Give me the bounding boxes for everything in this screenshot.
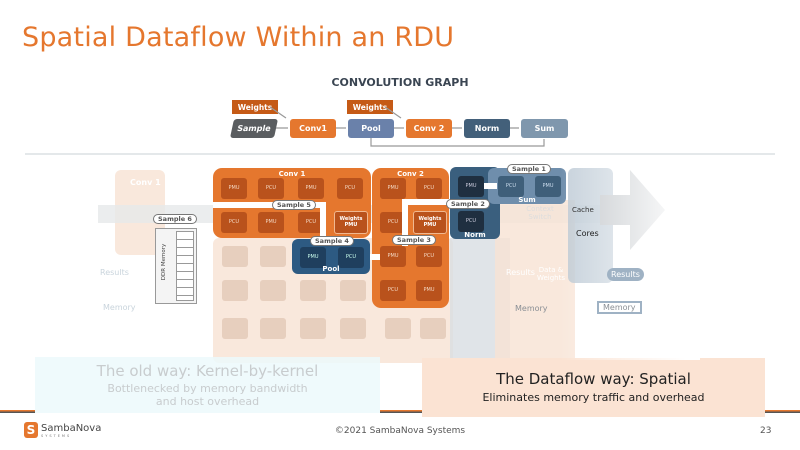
pcu-cell: PCU [416,178,442,199]
weights-node-1: Weights [232,100,278,114]
pmu-cell: PMU [458,176,484,197]
copyright: ©2021 SambaNova Systems [334,426,466,436]
sample-5-tag: Sample 5 [272,200,316,210]
weights-node-2: Weights [347,100,393,114]
pmu-cell: PMU [535,176,561,197]
ghost-memory-2: Memory [515,304,548,313]
pmu-cell: PMU [380,178,406,199]
pool-node: Pool [348,119,394,138]
sample-4-tag: Sample 4 [310,236,354,246]
pmu-cell: PMU [380,246,406,267]
ghost-conv1: Conv 1 [130,178,161,187]
separator [25,153,775,155]
sum-node: Sum [521,119,568,138]
pmu-cell: PMU [416,280,442,301]
norm-node: Norm [464,119,510,138]
graph-arrows [269,106,545,147]
conv1-node: Conv1 [290,119,336,138]
ghost-results-2: Results [506,268,535,277]
dataflow-way-box: The Dataflow way: Spatial Eliminates mem… [422,358,765,417]
pcu-cell: PCU [380,212,406,233]
conv2-node: Conv 2 [406,119,452,138]
pcu-cell: PCU [380,280,406,301]
ghost-context-switch: Context Switch [526,205,554,221]
logo-text: SambaNova [41,422,102,434]
sample-2-tag: Sample 2 [446,199,490,209]
ghost-data-weights: Data & Weights [536,266,566,282]
ddr-memory-label: DDR Memory [161,243,168,281]
sample-1-tag: Sample 1 [507,164,551,174]
pmu-cell: PMU [258,212,284,233]
ghost-results: Results [100,268,129,277]
sample-6-tag: Sample 6 [153,214,197,224]
dataflow-subtext: Eliminates memory traffic and overhead [482,391,705,404]
old-way-line1: Bottlenecked by memory bandwidth [107,382,308,395]
old-way-box: The old way: Kernel-by-kernel Bottleneck… [35,357,380,413]
pcu-cell: PCU [337,178,363,199]
ddr-memory: DDR Memory [155,228,197,304]
pcu-cell: PCU [416,246,442,267]
pcu-cell: PCU [498,176,524,197]
slide-title: Spatial Dataflow Within an RDU [22,22,455,53]
weights-pmu-cell: Weights PMU [413,211,447,234]
norm-label: Norm [464,231,486,239]
weights-pmu-cell: Weights PMU [334,211,368,234]
pcu-cell: PCU [298,212,324,233]
pmu-cell: PMU [221,178,247,199]
pmu-cell: PMU [298,178,324,199]
conv1-label: Conv 1 [278,170,306,178]
ghost-cores: Cores [576,229,599,238]
pmu-cell: PMU [300,247,326,268]
page-number: 23 [760,426,772,436]
sambanova-logo: S SambaNova SYSTEMS [24,422,101,438]
pcu-cell: PCU [221,212,247,233]
graph-title: CONVOLUTION GRAPH [331,76,469,89]
ghost-cache: Cache [572,206,594,214]
old-way-line2: and host overhead [155,395,260,408]
ghost-results-3: Results [607,268,644,281]
dataflow-heading: The Dataflow way: Spatial [496,370,691,388]
logo-icon: S [24,422,38,438]
sample-3-tag: Sample 3 [392,235,436,245]
ghost-memory-3: Memory [597,301,642,314]
pool-label: Pool [322,265,340,273]
conv2-label: Conv 2 [397,170,424,178]
ghost-memory: Memory [103,303,136,312]
pcu-cell: PCU [338,247,364,268]
old-way-heading: The old way: Kernel-by-kernel [96,362,319,380]
pcu-cell: PCU [258,178,284,199]
pcu-cell: PCU [458,211,484,232]
logo-subtext: SYSTEMS [41,433,72,438]
sum-label: Sum [518,196,536,204]
